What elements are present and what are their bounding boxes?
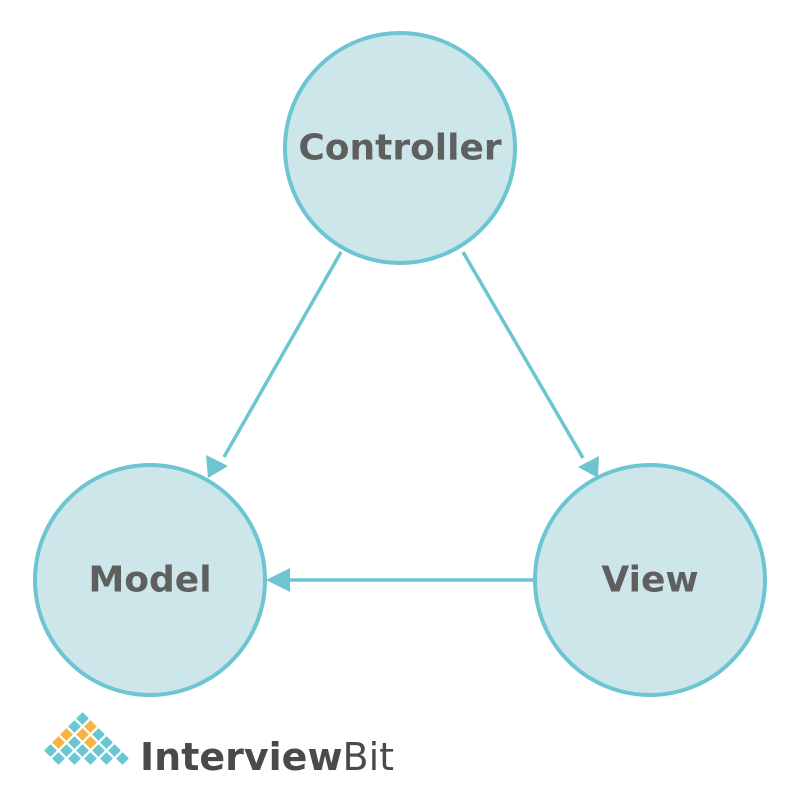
brand-name-light: Bit xyxy=(343,735,395,779)
arrowhead-icon xyxy=(206,455,228,478)
node-controller-label: Controller xyxy=(298,128,502,169)
edge-controller-to-view xyxy=(461,251,599,478)
edge-view-to-model xyxy=(266,568,533,592)
node-model: Model xyxy=(33,463,267,697)
arrowhead-icon xyxy=(578,456,599,478)
brand-logo: InterviewBit xyxy=(44,712,394,779)
node-model-label: Model xyxy=(88,560,211,601)
node-view-label: View xyxy=(601,560,698,601)
diamond-grid-logo-icon xyxy=(44,712,129,765)
node-view: View xyxy=(533,463,767,697)
edge-controller-to-model xyxy=(206,251,343,478)
node-controller: Controller xyxy=(283,31,517,265)
brand-name: InterviewBit xyxy=(140,735,394,779)
arrowhead-icon xyxy=(266,568,290,592)
brand-name-bold: Interview xyxy=(140,735,343,779)
